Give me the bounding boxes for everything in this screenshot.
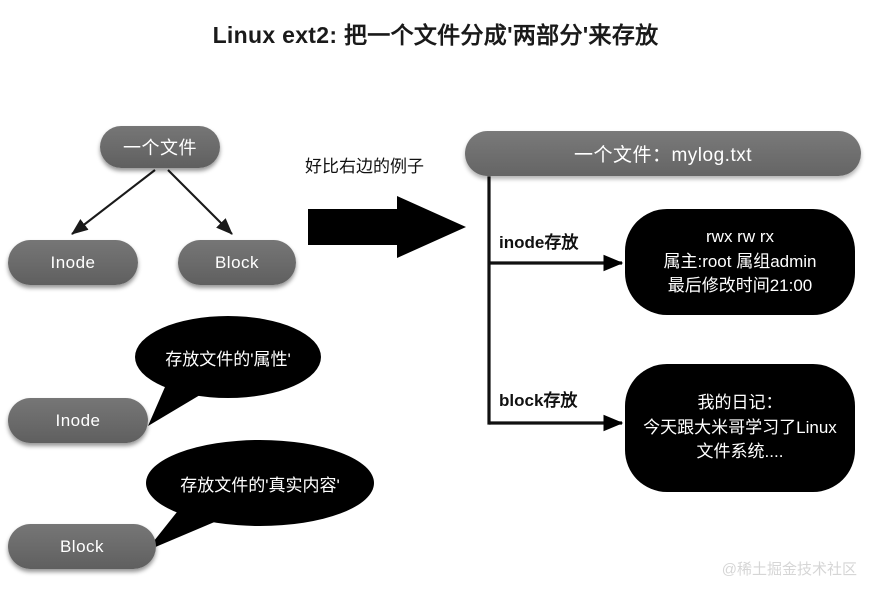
callout-target-inode-label: Inode	[55, 410, 101, 430]
callout-bubble-content-text: 存放文件的'真实内容'	[180, 475, 340, 495]
node-block-label: Block	[214, 252, 260, 272]
connector-label-block: block存放	[499, 391, 578, 410]
thick-right-arrow-icon	[308, 196, 466, 258]
example-file-header-label: 一个文件：mylog.txt	[573, 145, 753, 166]
block-content-line-1: 我的日记：	[697, 393, 783, 413]
example-file-header[interactable]: 一个文件：mylog.txt	[465, 131, 861, 176]
connector-label-inode: inode存放	[499, 233, 579, 252]
node-root-file[interactable]: 一个文件	[100, 126, 220, 168]
inode-content-line-3: 最后修改时间21:00	[667, 276, 813, 296]
arrow-note-label: 好比右边的例子	[305, 157, 424, 176]
inode-content-box: rwx rw rx 属主:root 属组admin 最后修改时间21:00	[625, 209, 855, 315]
inode-content-line-1: rwx rw rx	[706, 227, 774, 247]
watermark: @稀土掘金技术社区	[721, 561, 857, 578]
callout-bubble-attributes-text: 存放文件的'属性'	[165, 349, 291, 369]
block-content-line-2: 今天跟大米哥学习了Linux	[643, 417, 837, 437]
node-inode[interactable]: Inode	[8, 240, 138, 285]
callout-target-block[interactable]: Block	[8, 524, 156, 569]
node-root-file-label: 一个文件	[123, 138, 197, 158]
block-content-line-3: 文件系统....	[696, 442, 784, 462]
tree-branch-arrows	[71, 169, 233, 235]
callout-bubble-attributes: 存放文件的'属性'	[135, 316, 321, 398]
callout-target-block-label: Block	[59, 536, 105, 556]
block-content-box: 我的日记： 今天跟大米哥学习了Linux 文件系统....	[625, 364, 855, 492]
callout-target-inode[interactable]: Inode	[8, 398, 148, 443]
callout-bubble-content: 存放文件的'真实内容'	[146, 440, 374, 526]
node-block[interactable]: Block	[178, 240, 296, 285]
inode-content-line-2: 属主:root 属组admin	[663, 251, 817, 271]
node-inode-label: Inode	[50, 252, 96, 272]
page-title: Linux ext2: 把一个文件分成'两部分'来存放	[212, 22, 659, 48]
